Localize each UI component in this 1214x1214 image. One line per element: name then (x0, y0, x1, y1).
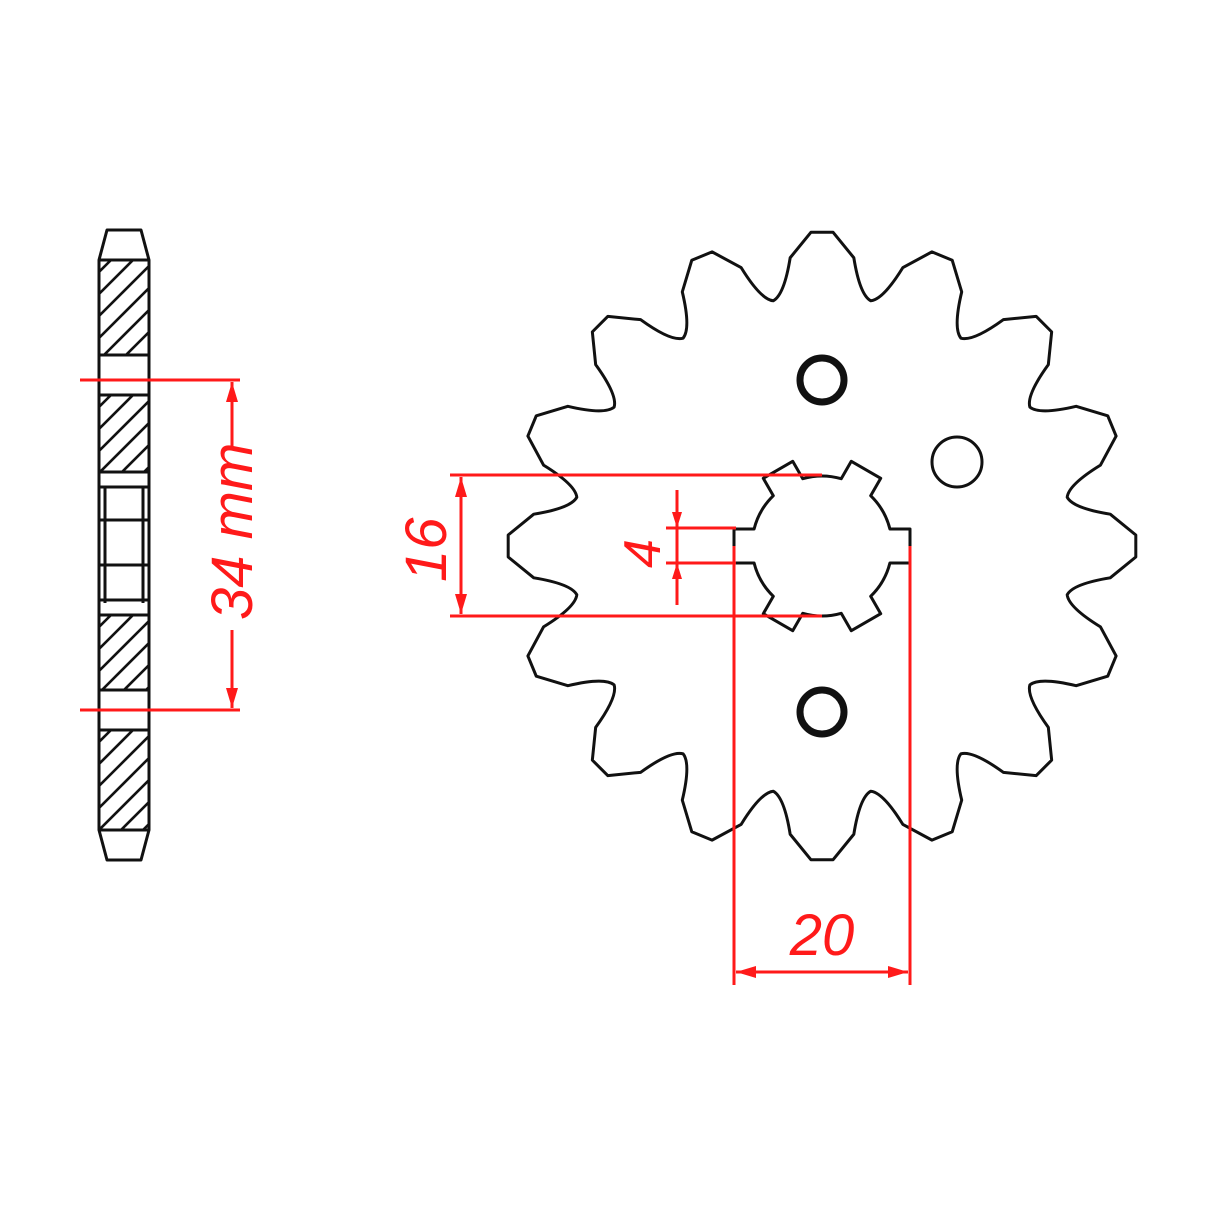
front-view (506, 230, 1138, 862)
side-gap-lines (99, 353, 149, 732)
sprocket-teeth-outline (506, 230, 1138, 862)
dimension-label-16: 16 (394, 517, 459, 582)
spline-hub-outline (732, 459, 912, 633)
hatch-pattern (99, 260, 149, 830)
mounting-hole-top (796, 354, 848, 406)
dimension-20: 20 (732, 546, 912, 985)
mounting-hole-bottom (796, 686, 848, 738)
dimension-label-34mm: 34 mm (200, 443, 265, 620)
dimension-label-20: 20 (789, 903, 855, 968)
side-view (97, 228, 151, 862)
dimension-4: 4 (614, 490, 736, 605)
dimension-label-4: 4 (614, 539, 672, 568)
mounting-hole-right (930, 435, 984, 489)
dimension-34mm: 34 mm (80, 378, 265, 712)
dimension-16: 16 (394, 473, 822, 618)
